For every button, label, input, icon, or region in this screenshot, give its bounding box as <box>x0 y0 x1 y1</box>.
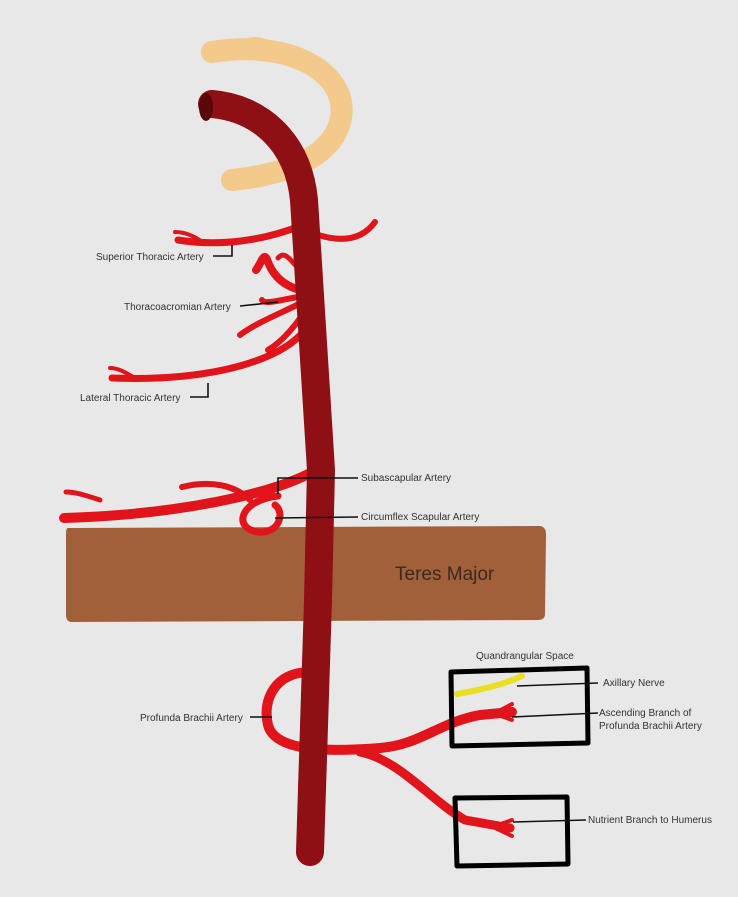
leader-superior-thoracic <box>213 245 233 257</box>
quadrangular-space-box <box>448 665 591 749</box>
subscapular-artery <box>59 461 327 536</box>
teres-major-label: Teres Major <box>395 564 495 585</box>
label-ascending-branch-line1: Ascending Branch of <box>599 708 692 719</box>
leader-ascending-branch <box>511 712 599 718</box>
label-axillary-nerve: Axillary Nerve <box>603 678 665 689</box>
label-ascending-branch-line2: Profunda Brachii Artery <box>599 721 702 732</box>
label-superior-thoracic: Superior Thoracic Artery <box>96 252 204 263</box>
leader-nutrient <box>512 819 587 823</box>
leader-circumflex <box>274 516 359 519</box>
label-subscapular: Subascapular Artery <box>361 473 451 484</box>
leader-thoracoacromian <box>239 301 279 307</box>
leader-subscapular <box>277 477 358 494</box>
clavicle-end <box>239 37 271 55</box>
label-lateral-thoracic: Lateral Thoracic Artery <box>80 393 180 404</box>
label-quadrangular-space: Quandrangular Space <box>476 651 574 662</box>
artery-lumen <box>199 93 213 121</box>
label-thoracoacromian: Thoracoacromian Artery <box>124 302 231 313</box>
label-profunda-brachii: Profunda Brachii Artery <box>140 713 243 724</box>
axillary-nerve <box>454 673 525 697</box>
lateral-thoracic-artery <box>108 314 316 382</box>
leader-axillary-nerve <box>516 682 599 687</box>
nutrient-box <box>452 794 571 869</box>
clavicle <box>201 38 353 191</box>
main-artery <box>198 90 336 866</box>
superior-thoracic-artery <box>173 219 378 247</box>
label-circumflex-scapular: Circumflex Scapular Artery <box>361 512 479 523</box>
leader-lateral-thoracic <box>190 383 209 398</box>
label-nutrient-branch: Nutrient Branch to Humerus <box>588 815 712 826</box>
